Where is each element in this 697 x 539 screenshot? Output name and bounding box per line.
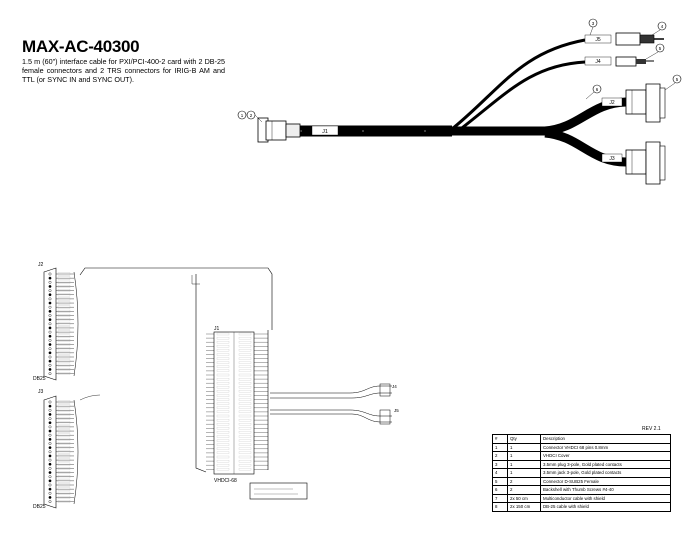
callout-4-bubble [657, 21, 667, 31]
j2-cable-label: J2 [609, 100, 615, 106]
schematic-wires [79, 267, 273, 473]
revision-label: REV 2.1 [642, 426, 661, 432]
callout-3: 3 [592, 21, 595, 26]
bom-cell-description: VHDCI Cover [540, 451, 671, 461]
cable-description: 1.5 m (60") interface cable for PXI/PCI-… [22, 57, 225, 85]
bom-cell-qty: 1 [507, 442, 541, 452]
j5-schematic-label: J5 [394, 408, 399, 413]
bom-cell-qty: 2 [507, 485, 541, 495]
bom-cell-qty: 1 [507, 468, 541, 478]
j3-connector-pins [43, 395, 79, 509]
bom-cell-number: 8 [492, 502, 508, 512]
j4-cable-label: J4 [595, 59, 601, 65]
j1-cable-label-box [311, 125, 339, 136]
callout-5-bubble [655, 43, 665, 53]
j1-connector-pins [206, 331, 268, 475]
cable-branch-j4 [457, 60, 586, 133]
callout-2: 2 [250, 113, 253, 118]
callout-6-bubble [592, 84, 602, 94]
bom-cell-number: 1 [492, 442, 508, 452]
bom-cell-description: Multiconductor cable with shield [540, 493, 671, 503]
bom-header-row: # Qty Description [492, 434, 671, 444]
bom-cell-description: Connector VHDCI 68 pins 0.8mm [540, 442, 671, 452]
bom-cell-number: 2 [492, 451, 508, 461]
bom-cell-number: 7 [492, 493, 508, 503]
j1-type-label: VHDCI-68 [214, 478, 237, 484]
callout-4: 4 [661, 24, 664, 29]
bom-header-number: # [492, 434, 508, 444]
callout-1-bubble [237, 110, 247, 120]
j5-cable-label: J5 [595, 37, 601, 43]
callout-5b-bubble [672, 74, 682, 84]
j1-vhdci-connector [257, 117, 301, 143]
j3-type-label: DB25 [33, 504, 46, 510]
j2-type-label: DB25 [33, 376, 46, 382]
callout-1: 1 [241, 113, 244, 118]
bom-cell-number: 5 [492, 476, 508, 486]
page-title: MAX-AC-40300 [22, 37, 140, 56]
callout-bubbles: 1 2 3 4 5 6 5 [237, 18, 682, 123]
callout-5b: 5 [676, 77, 679, 82]
bom-cell-qty: 2x 150 cm [507, 502, 541, 512]
bom-cell-number: 4 [492, 468, 508, 478]
bom-cell-description: 3.5mm jack 3-pole, Gold plated contacts [540, 468, 671, 478]
j2-label: J2 [38, 262, 44, 268]
bom-cell-qty: 1 [507, 451, 541, 461]
bom-cell-qty: 1 [507, 459, 541, 469]
j2-connector-pins [43, 267, 79, 381]
j3-db25-connector [625, 141, 666, 185]
j4-trs-connector [615, 56, 654, 67]
bom-cell-description: Backshell with Thumb Screws #4-40 [540, 485, 671, 495]
shield-note-box [249, 482, 308, 500]
bom-cell-number: 6 [492, 485, 508, 495]
j1-label: J1 [214, 326, 220, 332]
j4-schematic-label: J4 [392, 384, 397, 389]
j4-trs-schematic: J4 [270, 383, 397, 399]
j5-trs-connector [615, 32, 664, 46]
callout-6: 6 [596, 87, 599, 92]
callout-5: 5 [659, 46, 662, 51]
bom-cell-number: 3 [492, 459, 508, 469]
bom-cell-qty: 2 [507, 476, 541, 486]
bom-cell-description: 3.5mm plug 3-pole, Gold plated contacts [540, 459, 671, 469]
bom-cell-description: Connector D-SUB25 Female [540, 476, 671, 486]
j3-label: J3 [38, 389, 44, 395]
bom-header-description: Description [540, 434, 671, 444]
j3-cable-label: J3 [609, 156, 615, 162]
bom-header-qty: Qty [507, 434, 541, 444]
bom-cell-description: DB-25 cable with shield [540, 502, 671, 512]
bom-cell-qty: 2x 50 cm [507, 493, 541, 503]
j5-trs-schematic: J5 [270, 408, 399, 425]
j1-cable-label: J1 [322, 129, 328, 135]
cable-branch-j5 [451, 38, 586, 131]
j2-db25-connector [625, 83, 666, 123]
